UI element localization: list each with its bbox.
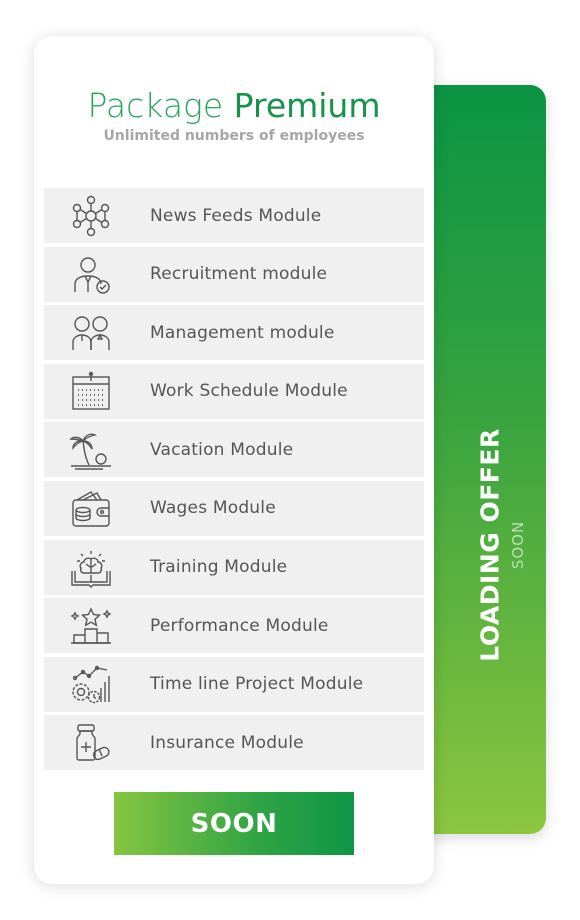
network-icon [69, 195, 113, 237]
module-label: Work Schedule Module [150, 381, 348, 402]
wallet-money-icon [69, 488, 113, 530]
module-list: News Feeds Module Recruitment module [44, 188, 424, 774]
module-item: Vacation Module [44, 422, 424, 478]
module-item: Work Schedule Module [44, 363, 424, 419]
module-item: Management module [44, 305, 424, 361]
module-label: Wages Module [150, 498, 276, 519]
module-label: Training Module [150, 557, 288, 578]
module-item: Wages Module [44, 480, 424, 536]
module-item: Insurance Module [44, 715, 424, 771]
gears-chart-icon [69, 664, 113, 706]
medicine-icon [69, 722, 113, 764]
package-subtitle: Unlimited numbers of employees [103, 128, 365, 144]
soon-button[interactable]: SOON [114, 792, 354, 855]
recruiter-check-icon [69, 254, 113, 296]
palm-beach-icon [69, 429, 113, 471]
module-label: Performance Module [150, 615, 329, 636]
module-label: Recruitment module [150, 264, 328, 285]
module-label: Vacation Module [150, 439, 294, 460]
calendar-icon [69, 371, 113, 413]
side-tab-title: LOADING OFFER [475, 428, 505, 662]
side-tab-text: LOADING OFFER SOON [440, 85, 540, 834]
module-label: Management module [150, 322, 335, 343]
module-item: Performance Module [44, 598, 424, 654]
team-people-icon [69, 312, 113, 354]
side-tab-subtitle: SOON [509, 520, 527, 570]
module-item: Recruitment module [44, 246, 424, 302]
module-item: Time line Project Module [44, 656, 424, 712]
brain-book-icon [69, 547, 113, 589]
package-card: Package Premium Unlimited numbers of emp… [34, 36, 434, 884]
module-item: News Feeds Module [44, 188, 424, 243]
module-label: News Feeds Module [150, 205, 322, 226]
podium-star-icon [69, 605, 113, 647]
module-label: Insurance Module [150, 732, 304, 753]
package-title-light: Package [87, 86, 224, 125]
package-title: Package Premium [34, 86, 434, 125]
package-title-bold: Premium [233, 86, 381, 125]
module-label: Time line Project Module [150, 674, 364, 695]
module-item: Training Module [44, 539, 424, 595]
